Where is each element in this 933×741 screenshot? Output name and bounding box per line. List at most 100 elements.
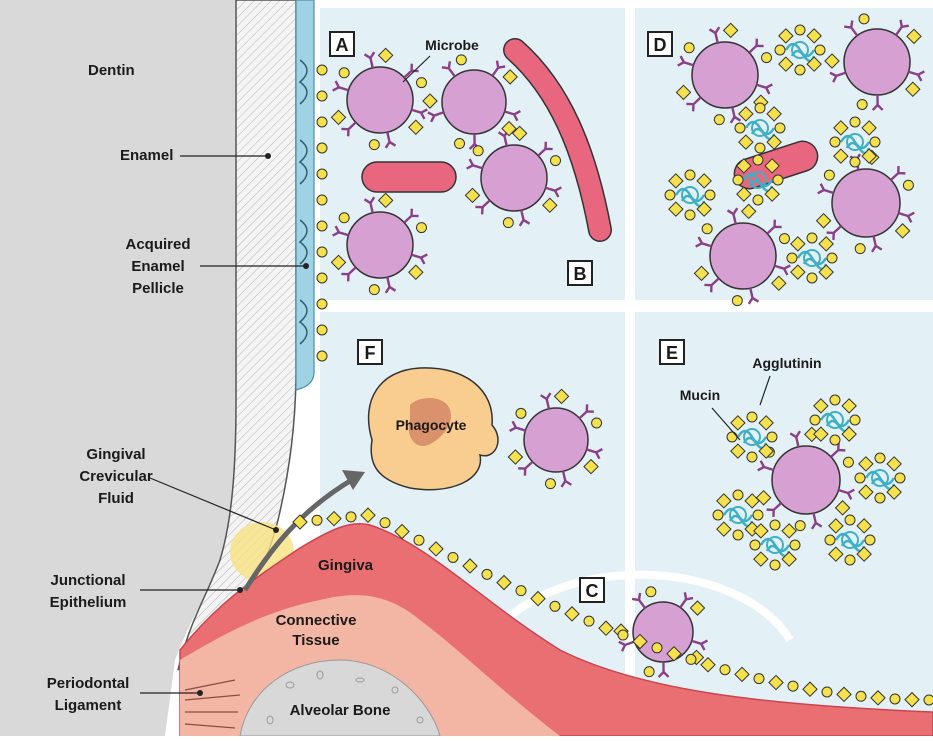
antigen-mark: [795, 25, 805, 35]
antigen-mark: [473, 146, 483, 156]
antigen-mark: [516, 408, 526, 418]
antigen-mark: [317, 91, 327, 101]
antigen-mark: [843, 457, 853, 467]
microbe-cell: [481, 145, 547, 211]
label-gingiva: Gingiva: [318, 557, 374, 574]
leader-gcf-dot: [273, 527, 279, 533]
antigen-mark: [317, 195, 327, 205]
label-pellicle-2: Enamel: [131, 258, 184, 275]
label-junctional-1: Junctional: [50, 572, 125, 589]
microbe-cell: [844, 29, 910, 95]
antigen-mark: [875, 493, 885, 503]
antigen-mark: [830, 395, 840, 405]
antigen-mark: [807, 233, 817, 243]
panel-label-a: A: [330, 32, 354, 56]
antigen-mark: [317, 65, 327, 75]
label-alveolar-bone: Alveolar Bone: [290, 702, 391, 719]
antigen-mark: [855, 244, 865, 254]
microbe-cell: [442, 70, 506, 134]
svg-text:F: F: [365, 343, 376, 363]
antigen-mark: [857, 99, 867, 109]
antigen-mark: [454, 139, 464, 149]
antigen-mark: [750, 540, 760, 550]
antigen-mark: [775, 45, 785, 55]
label-enamel: Enamel: [120, 147, 173, 164]
antigen-mark: [807, 273, 817, 283]
antigen-mark: [665, 190, 675, 200]
microbe-cell: [524, 408, 588, 472]
panel-label-f: F: [358, 340, 382, 364]
label-junctional-2: Epithelium: [50, 594, 127, 611]
antigen-mark: [727, 432, 737, 442]
antigen-mark: [822, 687, 832, 697]
antigen-mark: [790, 540, 800, 550]
antigen-mark: [875, 453, 885, 463]
antigen-mark: [456, 55, 466, 65]
antigen-mark: [770, 520, 780, 530]
antigen-mark: [584, 616, 594, 626]
antigen-mark: [747, 412, 757, 422]
antigen-mark: [754, 674, 764, 684]
antigen-mark: [317, 143, 327, 153]
microbe-cell: [347, 212, 413, 278]
antigen-mark: [684, 43, 694, 53]
microbe-cell: [832, 169, 900, 237]
antigen-mark: [825, 535, 835, 545]
antigen-mark: [795, 65, 805, 75]
antigen-mark: [775, 123, 785, 133]
antigen-mark: [380, 518, 390, 528]
antigen-mark: [770, 560, 780, 570]
label-periodontal-1: Periodontal: [47, 675, 130, 692]
svg-text:B: B: [574, 264, 587, 284]
antigen-mark: [705, 190, 715, 200]
antigen-mark: [787, 253, 797, 263]
antigen-mark: [815, 45, 825, 55]
svg-text:A: A: [336, 35, 349, 55]
antigen-mark: [317, 117, 327, 127]
antigen-mark: [845, 555, 855, 565]
antigen-mark: [747, 452, 757, 462]
antigen-mark: [733, 490, 743, 500]
antigen-mark: [903, 180, 913, 190]
antigen-mark: [733, 175, 743, 185]
leader-junctional-dot: [237, 587, 243, 593]
label-gcf-2: Crevicular: [79, 468, 153, 485]
pellicle-layer: [296, 0, 314, 390]
antigen-mark: [339, 213, 349, 223]
antigen-mark: [317, 299, 327, 309]
antigen-mark: [652, 643, 662, 653]
antigen-mark: [788, 681, 798, 691]
antigen-mark: [448, 552, 458, 562]
antigen-mark: [824, 170, 834, 180]
antigen-mark: [592, 418, 602, 428]
antigen-mark: [845, 515, 855, 525]
antigen-mark: [856, 691, 866, 701]
antigen-mark: [317, 325, 327, 335]
antigen-mark: [859, 14, 869, 24]
antigen-mark: [733, 530, 743, 540]
antigen-mark: [773, 175, 783, 185]
antigen-mark: [753, 510, 763, 520]
microbe-cell: [710, 223, 776, 289]
antigen-mark: [312, 515, 322, 525]
rod-microbe: [362, 162, 456, 192]
leader-periodontal-dot: [197, 690, 203, 696]
antigen-mark: [369, 140, 379, 150]
antigen-mark: [339, 68, 349, 78]
antigen-mark: [414, 535, 424, 545]
antigen-mark: [685, 170, 695, 180]
antigen-mark: [779, 234, 789, 244]
antigen-mark: [870, 137, 880, 147]
label-phagocyte: Phagocyte: [396, 417, 467, 433]
panel-e-bg: [635, 312, 933, 736]
antigen-mark: [850, 157, 860, 167]
antigen-mark: [686, 654, 696, 664]
antigen-mark: [890, 694, 900, 704]
antigen-mark: [317, 247, 327, 257]
antigen-mark: [516, 586, 526, 596]
antigen-mark: [416, 223, 426, 233]
antigen-mark: [550, 156, 560, 166]
antigen-mark: [850, 415, 860, 425]
antigen-mark: [317, 221, 327, 231]
antigen-mark: [753, 195, 763, 205]
